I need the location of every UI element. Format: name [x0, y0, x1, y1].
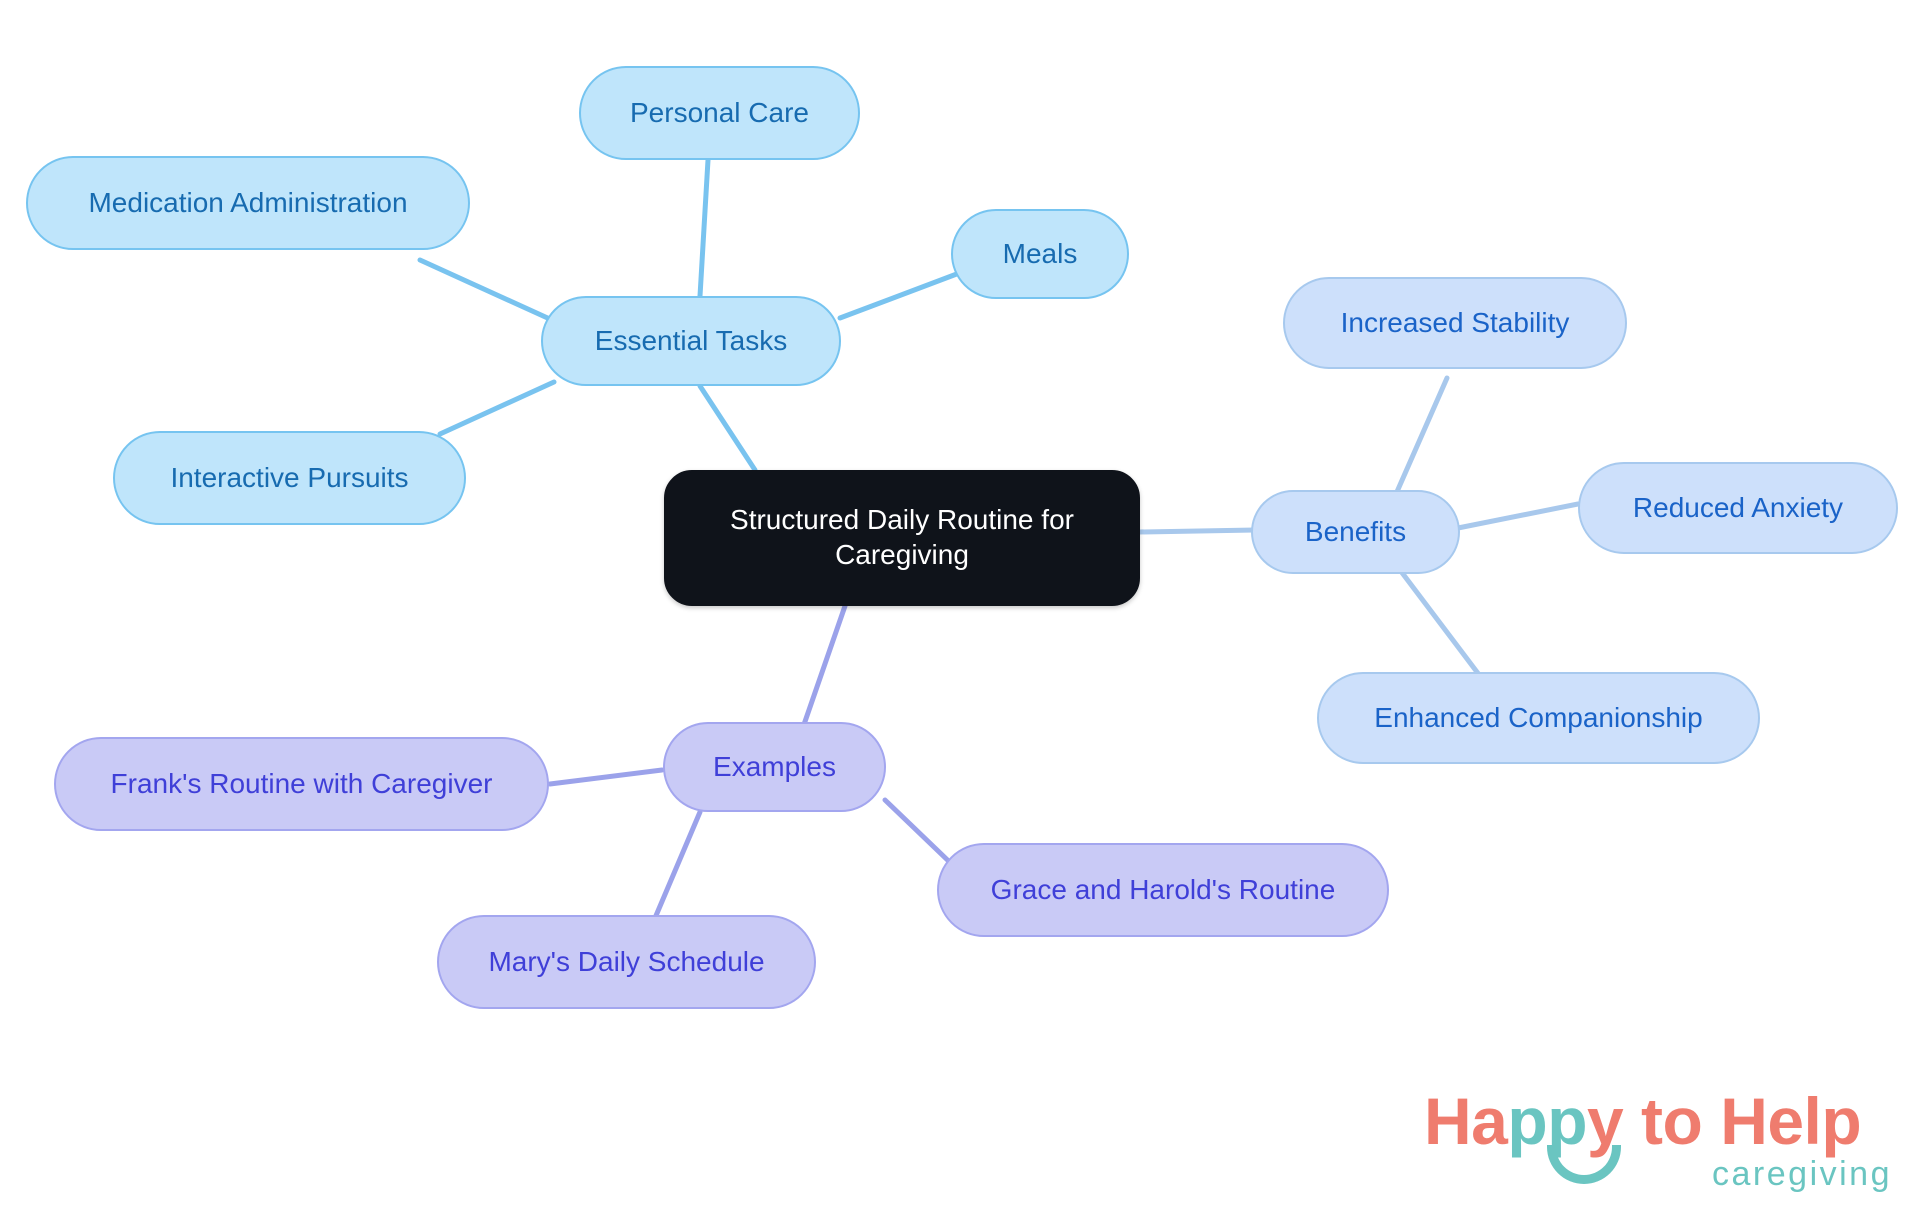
- mindmap-node-enhanced-companionship[interactable]: Enhanced Companionship: [1317, 672, 1760, 764]
- mindmap-branch-benefits[interactable]: Benefits: [1251, 490, 1460, 574]
- edge-essential-tasks-meals: [837, 269, 965, 321]
- edge-essential-tasks-personal-care: [697, 157, 711, 299]
- logo-tagline: caregiving: [1712, 1155, 1892, 1193]
- mindmap-node-reduced-anxiety[interactable]: Reduced Anxiety: [1578, 462, 1898, 554]
- mindmap-node-franks-routine-with-caregiver[interactable]: Frank's Routine with Caregiver: [54, 737, 549, 831]
- edge-benefits-increased-stability: [1393, 375, 1450, 497]
- edge-root-benefits: [1137, 527, 1258, 535]
- mindmap-node-interactive-pursuits[interactable]: Interactive Pursuits: [113, 431, 466, 525]
- mindmap-branch-essential-tasks[interactable]: Essential Tasks: [541, 296, 841, 386]
- mindmap-node-personal-care[interactable]: Personal Care: [579, 66, 860, 160]
- edge-essential-tasks-medication-administration: [417, 257, 555, 323]
- smile-icon: [1547, 1145, 1621, 1184]
- mindmap-node-meals[interactable]: Meals: [951, 209, 1129, 299]
- logo-wordmark-part1: Ha: [1424, 1084, 1508, 1158]
- mindmap-node-grace-and-harolds-routine[interactable]: Grace and Harold's Routine: [937, 843, 1389, 937]
- edge-benefits-reduced-anxiety: [1455, 501, 1581, 531]
- edge-root-essential-tasks: [697, 383, 758, 473]
- mindmap-root-node[interactable]: Structured Daily Routine for Caregiving: [664, 470, 1140, 606]
- logo-wordmark: Happy to Help: [1424, 1083, 1862, 1159]
- mindmap-node-marys-daily-schedule[interactable]: Mary's Daily Schedule: [437, 915, 816, 1009]
- edge-examples-marys-daily-schedule: [652, 809, 703, 921]
- mindmap-node-medication-administration[interactable]: Medication Administration: [26, 156, 470, 250]
- edge-essential-tasks-interactive-pursuits: [437, 379, 557, 437]
- mindmap-branch-examples[interactable]: Examples: [663, 722, 886, 812]
- edge-benefits-enhanced-companionship: [1397, 567, 1483, 679]
- logo-wordmark-part3: y to Help: [1587, 1084, 1862, 1158]
- edge-examples-franks-routine: [547, 767, 665, 787]
- brand-logo: Happy to Help caregiving: [1424, 1083, 1894, 1203]
- edge-root-examples: [797, 603, 848, 739]
- mindmap-node-increased-stability[interactable]: Increased Stability: [1283, 277, 1627, 369]
